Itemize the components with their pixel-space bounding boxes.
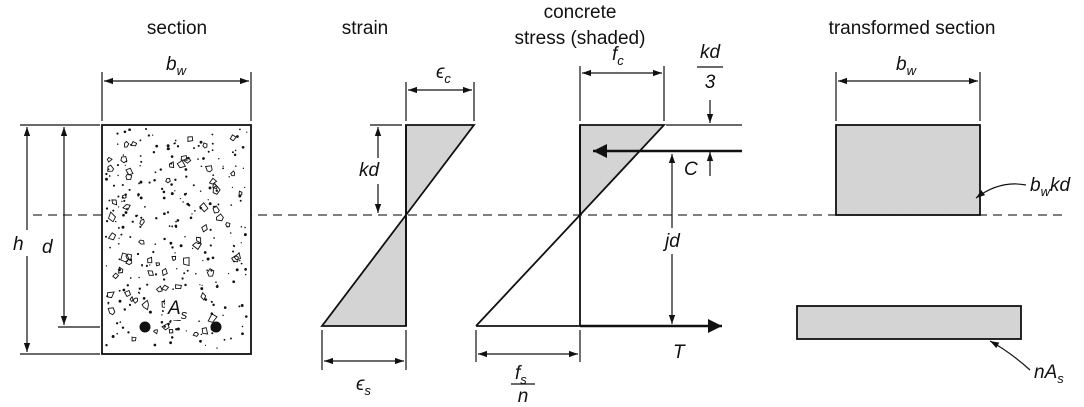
t-label: T (673, 342, 686, 363)
lever-arm-jd-dimension: jd (662, 154, 694, 324)
transformed-bw-label: bw (896, 54, 918, 78)
bwkd-label: bwkd (1030, 175, 1071, 199)
stress-fc-dimension: fc (579, 44, 665, 121)
strain-compression-triangle (405, 124, 476, 218)
h-label: h (13, 234, 24, 255)
height-dimension: h (10, 124, 100, 355)
rebar-left (139, 321, 151, 333)
section-rectangle (101, 124, 252, 355)
concrete-section (101, 124, 252, 355)
header-strain: strain (342, 18, 388, 39)
nas-callout: nAs (989, 340, 1064, 386)
compression-force-arrow: C (593, 144, 742, 180)
transformed-section (796, 124, 1022, 340)
fc-label: fc (612, 44, 624, 68)
bw-label: bw (166, 54, 188, 78)
section-width-dimension: bw (101, 54, 252, 121)
strain-tension-triangle (320, 212, 407, 327)
ec-label: ϵc (436, 62, 451, 86)
d-label: d (42, 237, 54, 258)
effective-depth-dimension: d (38, 127, 100, 328)
kd-label: kd (359, 160, 381, 181)
fs-denominator: n (518, 386, 529, 407)
strain-kd-dimension: kd (356, 124, 402, 213)
c-label: C (684, 159, 698, 180)
jd-label: jd (662, 231, 681, 252)
kd-over-3-dimension: kd 3 (666, 42, 742, 176)
strain-diagram (320, 124, 476, 327)
fs-numerator: fs (515, 363, 527, 387)
transformed-concrete-area (835, 124, 981, 216)
as-label: As (167, 298, 188, 322)
stress-fs-over-n-dimension: fs n (475, 330, 581, 407)
kd3-numerator: kd (700, 42, 722, 63)
header-transformed-section: transformed section (829, 18, 996, 39)
strain-ec-dimension: ϵc (405, 62, 475, 121)
tension-force-arrow: T (580, 319, 722, 363)
es-label: ϵs (356, 374, 371, 398)
header-stress-line2: stress (shaded) (515, 28, 646, 49)
header-stress-line1: concrete (544, 2, 617, 23)
header-section: section (147, 18, 207, 39)
transformed-bw-dimension: bw (835, 54, 981, 121)
rebar-right (210, 321, 222, 333)
strain-es-dimension: ϵs (321, 330, 407, 398)
kd3-denominator: 3 (705, 72, 716, 93)
nas-label: nAs (1034, 362, 1064, 386)
stress-compression-block (579, 124, 667, 218)
transformed-steel-area (796, 305, 1022, 340)
bwkd-callout: bwkd (975, 175, 1071, 199)
stress-diagram (475, 124, 667, 327)
aggregate-texture (104, 127, 248, 349)
